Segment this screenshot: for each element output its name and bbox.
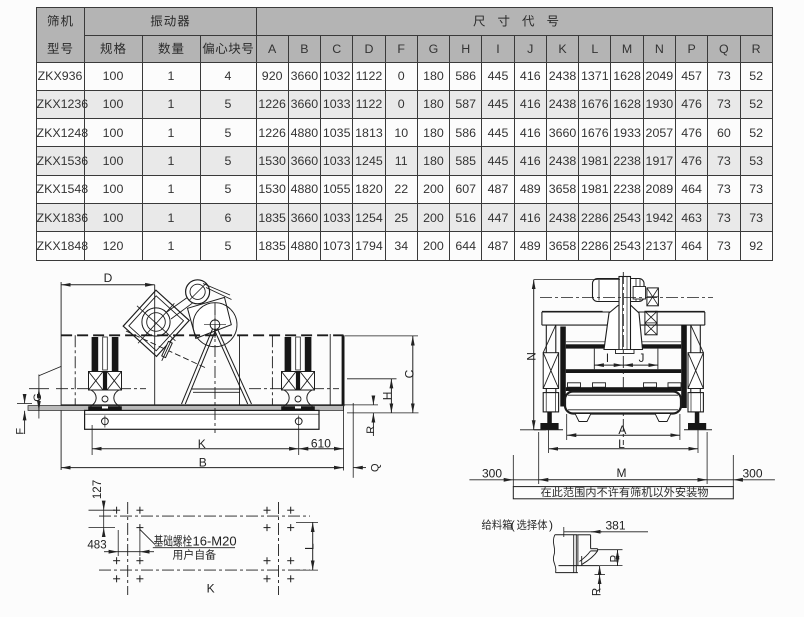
svg-text:127: 127 (92, 480, 104, 499)
svg-text:H: H (381, 392, 395, 401)
svg-text:D: D (104, 271, 113, 285)
svg-text:R: R (592, 588, 604, 596)
svg-text:B: B (199, 456, 207, 470)
svg-text:483: 483 (87, 540, 106, 552)
svg-text:K: K (198, 437, 206, 451)
svg-text:L: L (618, 437, 625, 451)
svg-text:300: 300 (742, 467, 762, 481)
svg-text:L: L (303, 543, 317, 550)
svg-text:C: C (402, 369, 416, 378)
svg-text:P: P (609, 555, 621, 563)
svg-text:300: 300 (482, 467, 502, 481)
svg-text:K: K (207, 582, 215, 596)
svg-text:(: ( (511, 518, 515, 532)
svg-text:16-M20: 16-M20 (193, 534, 237, 549)
svg-text:M: M (617, 466, 627, 480)
svg-text:610: 610 (311, 437, 331, 451)
svg-text:J: J (639, 353, 645, 365)
svg-text:Q: Q (370, 463, 382, 472)
svg-text:F: F (15, 428, 27, 435)
svg-text:A: A (618, 423, 626, 437)
svg-text:): ) (549, 518, 553, 532)
svg-text:R: R (365, 426, 377, 434)
svg-text:G: G (32, 393, 44, 402)
svg-text:381: 381 (605, 519, 625, 533)
svg-text:N: N (525, 352, 539, 361)
svg-text:I: I (606, 353, 609, 365)
